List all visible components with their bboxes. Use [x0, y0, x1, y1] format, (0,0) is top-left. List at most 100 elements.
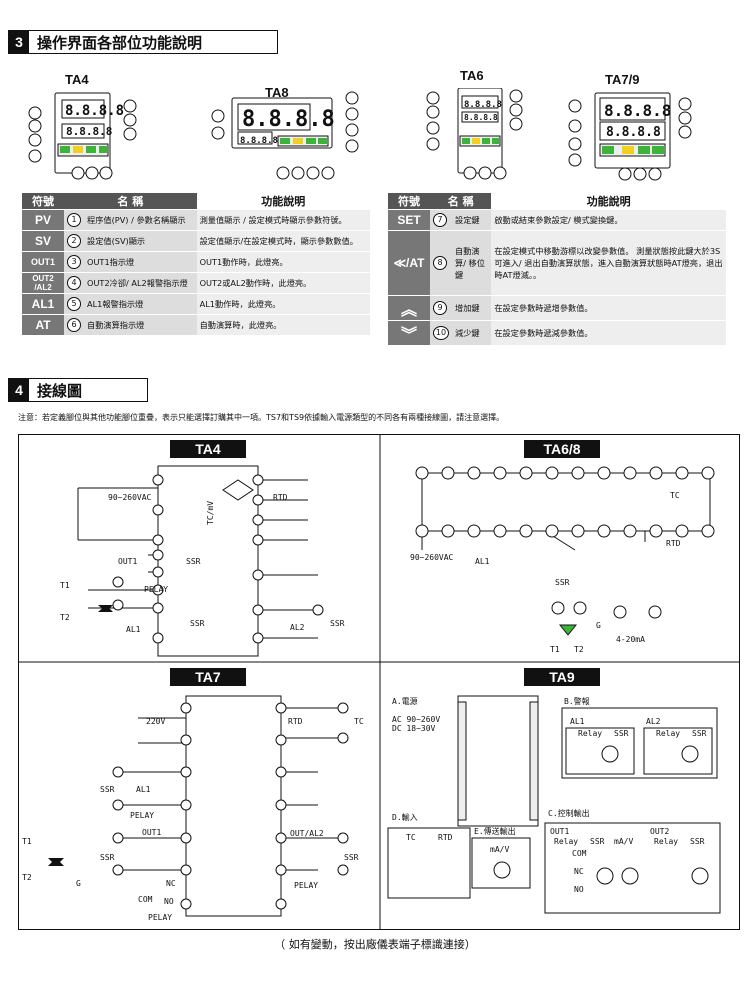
row-name: OUT1指示燈 — [84, 251, 197, 273]
label-ssr3-ta7: SSR — [344, 853, 359, 862]
row-name: OUT2冷卻/ AL2報警指示燈 — [84, 272, 197, 294]
label-g-ta68: G — [596, 621, 601, 630]
row-num: 6 — [67, 318, 81, 332]
label-pelay-ta7: PELAY — [130, 811, 154, 820]
row-name: 減少鍵 — [452, 320, 492, 346]
label-no-ta7: NO — [164, 897, 174, 906]
label-tc-ta7: TC — [354, 717, 364, 726]
row-func: 在設定參數時遞減參數值。 — [491, 320, 726, 346]
row-name: AL1報警指示燈 — [84, 293, 197, 315]
label-rtd-ta7: RTD — [288, 717, 303, 726]
label-nc-ta9: NC — [574, 867, 584, 876]
svg-text:8.8.8.8: 8.8.8.8 — [464, 100, 502, 110]
label-al2-ta9: AL2 — [646, 717, 661, 726]
row-num: 5 — [67, 297, 81, 311]
label-al1-ta7: AL1 — [136, 785, 151, 794]
label-ssr2-ta9: SSR — [692, 729, 707, 738]
row-sym: AT — [22, 314, 64, 336]
row-func: OUT1動作時，此燈亮。 — [196, 251, 370, 273]
wiring-ta4: 90~260VAC TC/mV RTD OUT1 SSR PELAY T1 T2… — [60, 465, 345, 657]
label-t1: T1 — [60, 581, 70, 590]
label-ac-range: AC 90~260V — [392, 715, 440, 724]
label-c-ctrl: C.控制輸出 — [548, 808, 590, 818]
label-ssr2-ta7: SSR — [100, 853, 115, 862]
label-com-ta7: COM — [138, 895, 153, 904]
label-220v: 220V — [146, 717, 165, 726]
table-row: ≪/AT 8 自動演算/ 移位鍵 在設定模式中移動游標以改變參數值。 測量狀態按… — [388, 230, 726, 296]
svg-text:8.8.8.8: 8.8.8.8 — [242, 107, 335, 132]
model-ta79: TA7/9 — [605, 72, 640, 87]
label-ssr-ta9: SSR — [614, 729, 629, 738]
label-relay-ta9: Relay — [578, 729, 602, 738]
label-out2al2-ta7: OUT/AL2 — [290, 829, 324, 838]
row-func: 啟動或結束參數設定/ 模式變換鍵。 — [491, 209, 726, 231]
section4-header: 4 接線圖 — [8, 378, 148, 402]
label-ssr-ta7: SSR — [100, 785, 115, 794]
svg-text:8.8.8.8: 8.8.8.8 — [464, 113, 498, 122]
row-num: 1 — [67, 213, 81, 227]
section3-header: 3 操作界面各部位功能說明 — [8, 30, 278, 54]
row-name: 設定鍵 — [452, 209, 492, 231]
row-name: 自動演算/ 移位鍵 — [452, 230, 492, 296]
label-pelay: PELAY — [144, 585, 168, 594]
table-row: PV 1 程序值(PV) / 參數名稱顯示 測量值顯示 / 設定模式時顯示參數符… — [22, 209, 370, 231]
section4-title: 接線圖 — [37, 381, 83, 400]
row-num: 4 — [67, 276, 81, 290]
label-t1-ta68: T1 — [550, 645, 560, 654]
row-func: OUT2或AL2動作時，此燈亮。 — [196, 272, 370, 294]
row-sym: OUT1 — [22, 251, 64, 273]
row-sym: OUT2 /AL2 — [22, 272, 64, 294]
th-name: 名 稱 — [64, 193, 197, 210]
function-table-right: 符號 名 稱 功能說明 SET 7 設定鍵 啟動或結束參數設定/ 模式變換鍵。 … — [388, 193, 726, 346]
row-func: 測量值顯示 / 設定模式時顯示參數符號。 — [196, 209, 370, 231]
row-name: 程序值(PV) / 參數名稱顯示 — [84, 209, 197, 231]
table-row: SET 7 設定鍵 啟動或結束參數設定/ 模式變換鍵。 — [388, 209, 726, 231]
label-al2: AL2 — [290, 623, 305, 632]
panel-title-ta7: TA7 — [170, 668, 246, 686]
label-relay3-ta9: Relay — [554, 837, 578, 846]
label-ssr3: SSR — [330, 619, 345, 628]
th-func: 功能說明 — [491, 193, 726, 210]
table-row: OUT2 /AL2 4 OUT2冷卻/ AL2報警指示燈 OUT2或AL2動作時… — [22, 272, 370, 294]
svg-text:8.8.8.8: 8.8.8.8 — [606, 125, 661, 140]
label-d-input: D.輸入 — [392, 812, 418, 822]
label-pelay2-ta7: PELAY — [294, 881, 318, 890]
label-out1: OUT1 — [118, 557, 137, 566]
label-g-ta7: G — [76, 879, 81, 888]
function-table-left: 符號 名 稱 功能說明 PV 1 程序值(PV) / 參數名稱顯示 測量值顯示 … — [22, 193, 370, 336]
table-row: SV 2 設定值(SV)顯示 設定值顯示/在設定模式時，顯示參數數值。 — [22, 230, 370, 252]
label-relay4-ta9: Relay — [654, 837, 678, 846]
row-name: 設定值(SV)顯示 — [84, 230, 197, 252]
controller-diagrams: 8.8.8.8 8.8.8.8 8.8.8.8 8.8.8.8 8.8.8.8 … — [28, 88, 692, 181]
label-rtd: RTD — [273, 493, 288, 502]
label-ssr3-ta9: SSR — [590, 837, 605, 846]
row-num: 9 — [433, 301, 447, 315]
wiring-frame — [18, 434, 740, 930]
table-row: AL1 5 AL1報警指示燈 AL1動作時，此燈亮。 — [22, 293, 370, 315]
label-ssr4-ta9: SSR — [690, 837, 705, 846]
row-func: 自動演算時，此燈亮。 — [196, 314, 370, 336]
model-ta6: TA6 — [460, 68, 484, 83]
th-name: 名 稱 — [430, 193, 492, 210]
label-out2-ta9: OUT2 — [650, 827, 669, 836]
label-no-ta9: NO — [574, 885, 584, 894]
row-func: 在設定參數時遞增參數值。 — [491, 295, 726, 321]
wiring-ta68: 90~260VAC AL1 TC RTD SSR G T1 T2 4-20mA — [410, 466, 715, 654]
row-num: 7 — [433, 213, 447, 227]
label-ssr2: SSR — [190, 619, 205, 628]
svg-text:8.8.8.8: 8.8.8.8 — [240, 136, 278, 146]
label-ma-ta68: 4-20mA — [616, 635, 645, 644]
svg-text:8.8.8.8: 8.8.8.8 — [66, 125, 112, 138]
label-nc-ta7: NC — [166, 879, 176, 888]
model-ta4: TA4 — [65, 72, 89, 87]
row-func: AL1動作時，此燈亮。 — [196, 293, 370, 315]
label-t2: T2 — [60, 613, 70, 622]
model-ta8: TA8 — [265, 85, 289, 100]
table-row: OUT1 3 OUT1指示燈 OUT1動作時，此燈亮。 — [22, 251, 370, 273]
row-num: 10 — [433, 326, 449, 340]
row-num: 8 — [433, 256, 447, 270]
label-t2-ta7: T2 — [22, 873, 32, 882]
label-90-260vac-ta68: 90~260VAC — [410, 553, 454, 562]
label-mav2-ta9: mA/V — [614, 837, 633, 846]
row-sym: AL1 — [22, 293, 64, 315]
